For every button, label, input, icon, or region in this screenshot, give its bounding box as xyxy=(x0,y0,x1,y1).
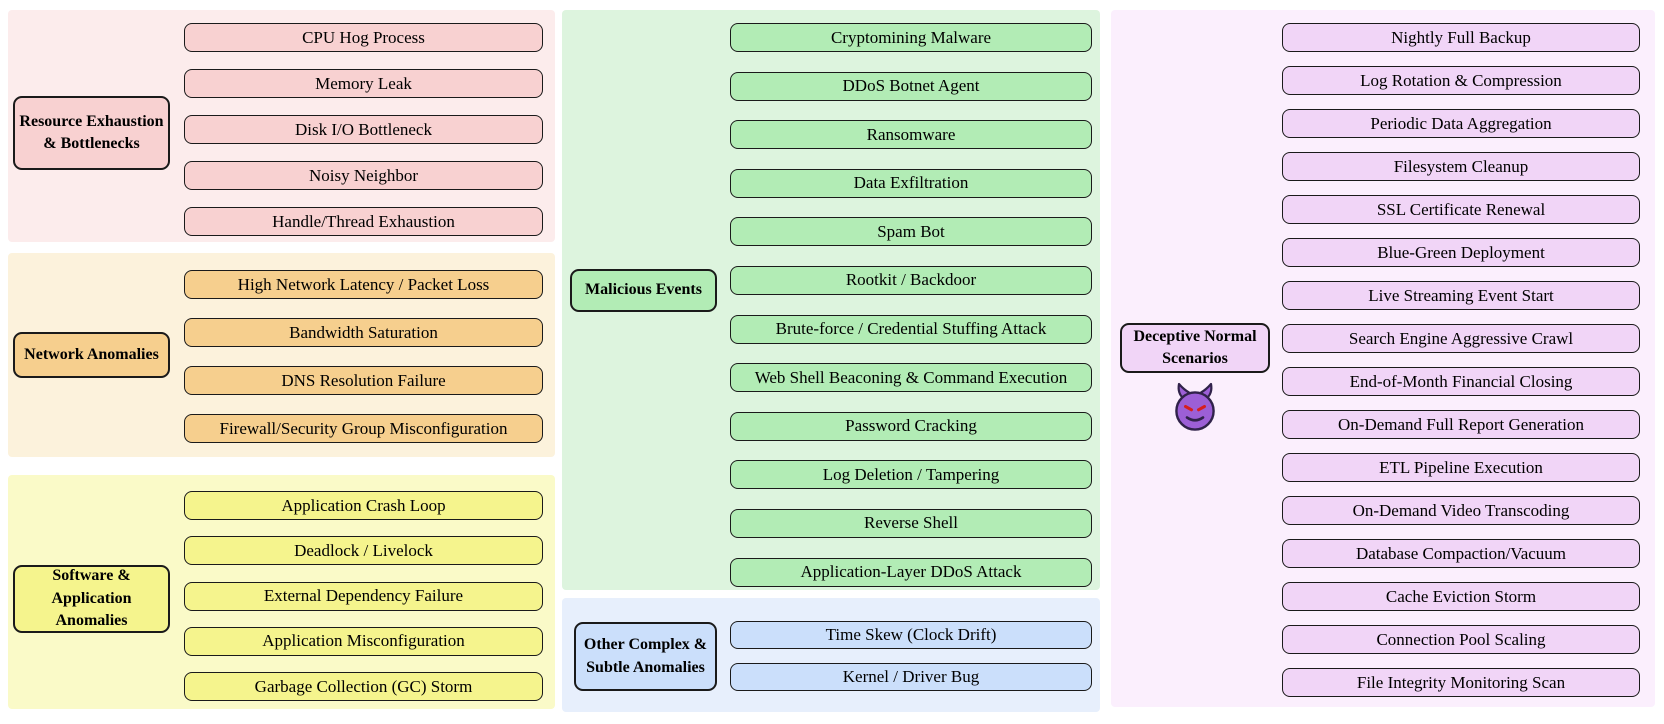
item-box: Search Engine Aggressive Crawl xyxy=(1282,324,1640,353)
group-header-malicious-events: Malicious Events xyxy=(570,269,717,312)
item-box: Memory Leak xyxy=(184,69,543,98)
item-box: Deadlock / Livelock xyxy=(184,536,543,566)
item-box: CPU Hog Process xyxy=(184,23,543,52)
item-box: Brute-force / Credential Stuffing Attack xyxy=(730,314,1092,344)
group-header-software-application-anomalies: Software & Application Anomalies xyxy=(13,565,170,633)
item-box: Noisy Neighbor xyxy=(184,161,543,190)
item-box: Log Rotation & Compression xyxy=(1282,66,1640,95)
group-other-complex-subtle-anomalies: Other Complex & Subtle Anomalies Time Sk… xyxy=(562,598,1100,712)
item-box: Cache Eviction Storm xyxy=(1282,582,1640,611)
item-box: Application Misconfiguration xyxy=(184,626,543,656)
item-box: Handle/Thread Exhaustion xyxy=(184,207,543,236)
group-header-deceptive-normal-scenarios: Deceptive Normal Scenarios xyxy=(1120,323,1270,373)
item-box: Connection Pool Scaling xyxy=(1282,625,1640,654)
item-box: Disk I/O Bottleneck xyxy=(184,115,543,144)
item-box: Nightly Full Backup xyxy=(1282,23,1640,52)
item-box: External Dependency Failure xyxy=(184,581,543,611)
item-box: SSL Certificate Renewal xyxy=(1282,195,1640,224)
group-deceptive-normal-scenarios: Deceptive Normal Scenarios Nightly Full … xyxy=(1111,10,1655,707)
item-box: Live Streaming Event Start xyxy=(1282,281,1640,310)
group-header-resource-exhaustion: Resource Exhaustion & Bottlenecks xyxy=(13,96,170,170)
item-box: High Network Latency / Packet Loss xyxy=(184,270,543,299)
item-box: DDoS Botnet Agent xyxy=(730,71,1092,101)
item-box: Blue-Green Deployment xyxy=(1282,238,1640,267)
group-items-other-complex-subtle-anomalies: Time Skew (Clock Drift) Kernel / Driver B… xyxy=(730,621,1092,691)
group-header-other-complex-subtle-anomalies: Other Complex & Subtle Anomalies xyxy=(574,622,717,691)
item-box: End-of-Month Financial Closing xyxy=(1282,367,1640,396)
item-box: DNS Resolution Failure xyxy=(184,366,543,395)
item-box: Time Skew (Clock Drift) xyxy=(730,621,1092,649)
item-box: Database Compaction/Vacuum xyxy=(1282,539,1640,568)
item-box: Rootkit / Backdoor xyxy=(730,265,1092,295)
item-box: Password Cracking xyxy=(730,411,1092,441)
item-box: ETL Pipeline Execution xyxy=(1282,453,1640,482)
item-box: Web Shell Beaconing & Command Execution xyxy=(730,363,1092,393)
item-box: On-Demand Full Report Generation xyxy=(1282,410,1640,439)
item-box: Cryptomining Malware xyxy=(730,23,1092,52)
item-box: Log Deletion / Tampering xyxy=(730,460,1092,490)
item-box: Data Exfiltration xyxy=(730,168,1092,198)
item-box: Garbage Collection (GC) Storm xyxy=(184,672,543,701)
item-box: Firewall/Security Group Misconfiguration xyxy=(184,414,543,443)
group-network-anomalies: Network Anomalies High Network Latency /… xyxy=(8,253,555,457)
group-header-network-anomalies: Network Anomalies xyxy=(13,332,170,378)
group-software-application-anomalies: Software & Application Anomalies Applica… xyxy=(8,475,555,709)
item-box: File Integrity Monitoring Scan xyxy=(1282,668,1640,697)
item-box: Ransomware xyxy=(730,120,1092,150)
group-resource-exhaustion: Resource Exhaustion & Bottlenecks CPU Ho… xyxy=(8,10,555,242)
item-box: Application-Layer DDoS Attack xyxy=(730,557,1092,587)
item-box: Application Crash Loop xyxy=(184,491,543,520)
item-box: Spam Bot xyxy=(730,217,1092,247)
item-box: Filesystem Cleanup xyxy=(1282,152,1640,181)
item-box: Kernel / Driver Bug xyxy=(730,663,1092,691)
item-box: On-Demand Video Transcoding xyxy=(1282,496,1640,525)
devil-emoji-icon xyxy=(1171,381,1219,438)
item-box: Bandwidth Saturation xyxy=(184,318,543,347)
item-box: Reverse Shell xyxy=(730,508,1092,538)
item-box: Periodic Data Aggregation xyxy=(1282,109,1640,138)
